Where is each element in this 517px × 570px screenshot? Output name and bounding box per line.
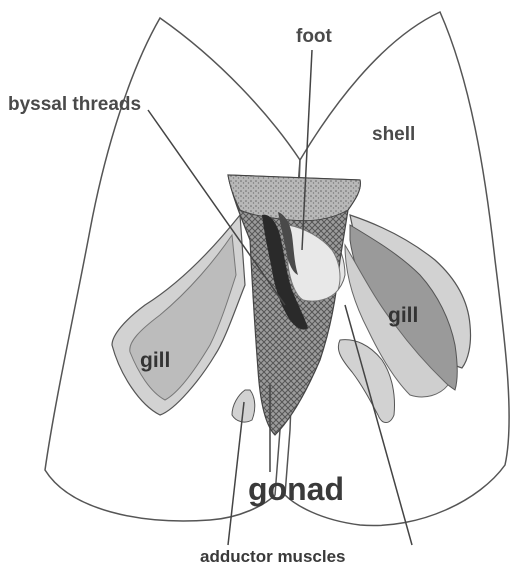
byssal-threads-label: byssal threads: [8, 94, 141, 115]
adductor-muscles-label: adductor muscles: [200, 547, 346, 566]
right-gill-label: gill: [388, 304, 418, 327]
gonad-label: gonad: [248, 471, 344, 507]
shell-label: shell: [372, 124, 415, 145]
left-gill-label: gill: [140, 349, 170, 372]
foot-label: foot: [296, 26, 333, 47]
